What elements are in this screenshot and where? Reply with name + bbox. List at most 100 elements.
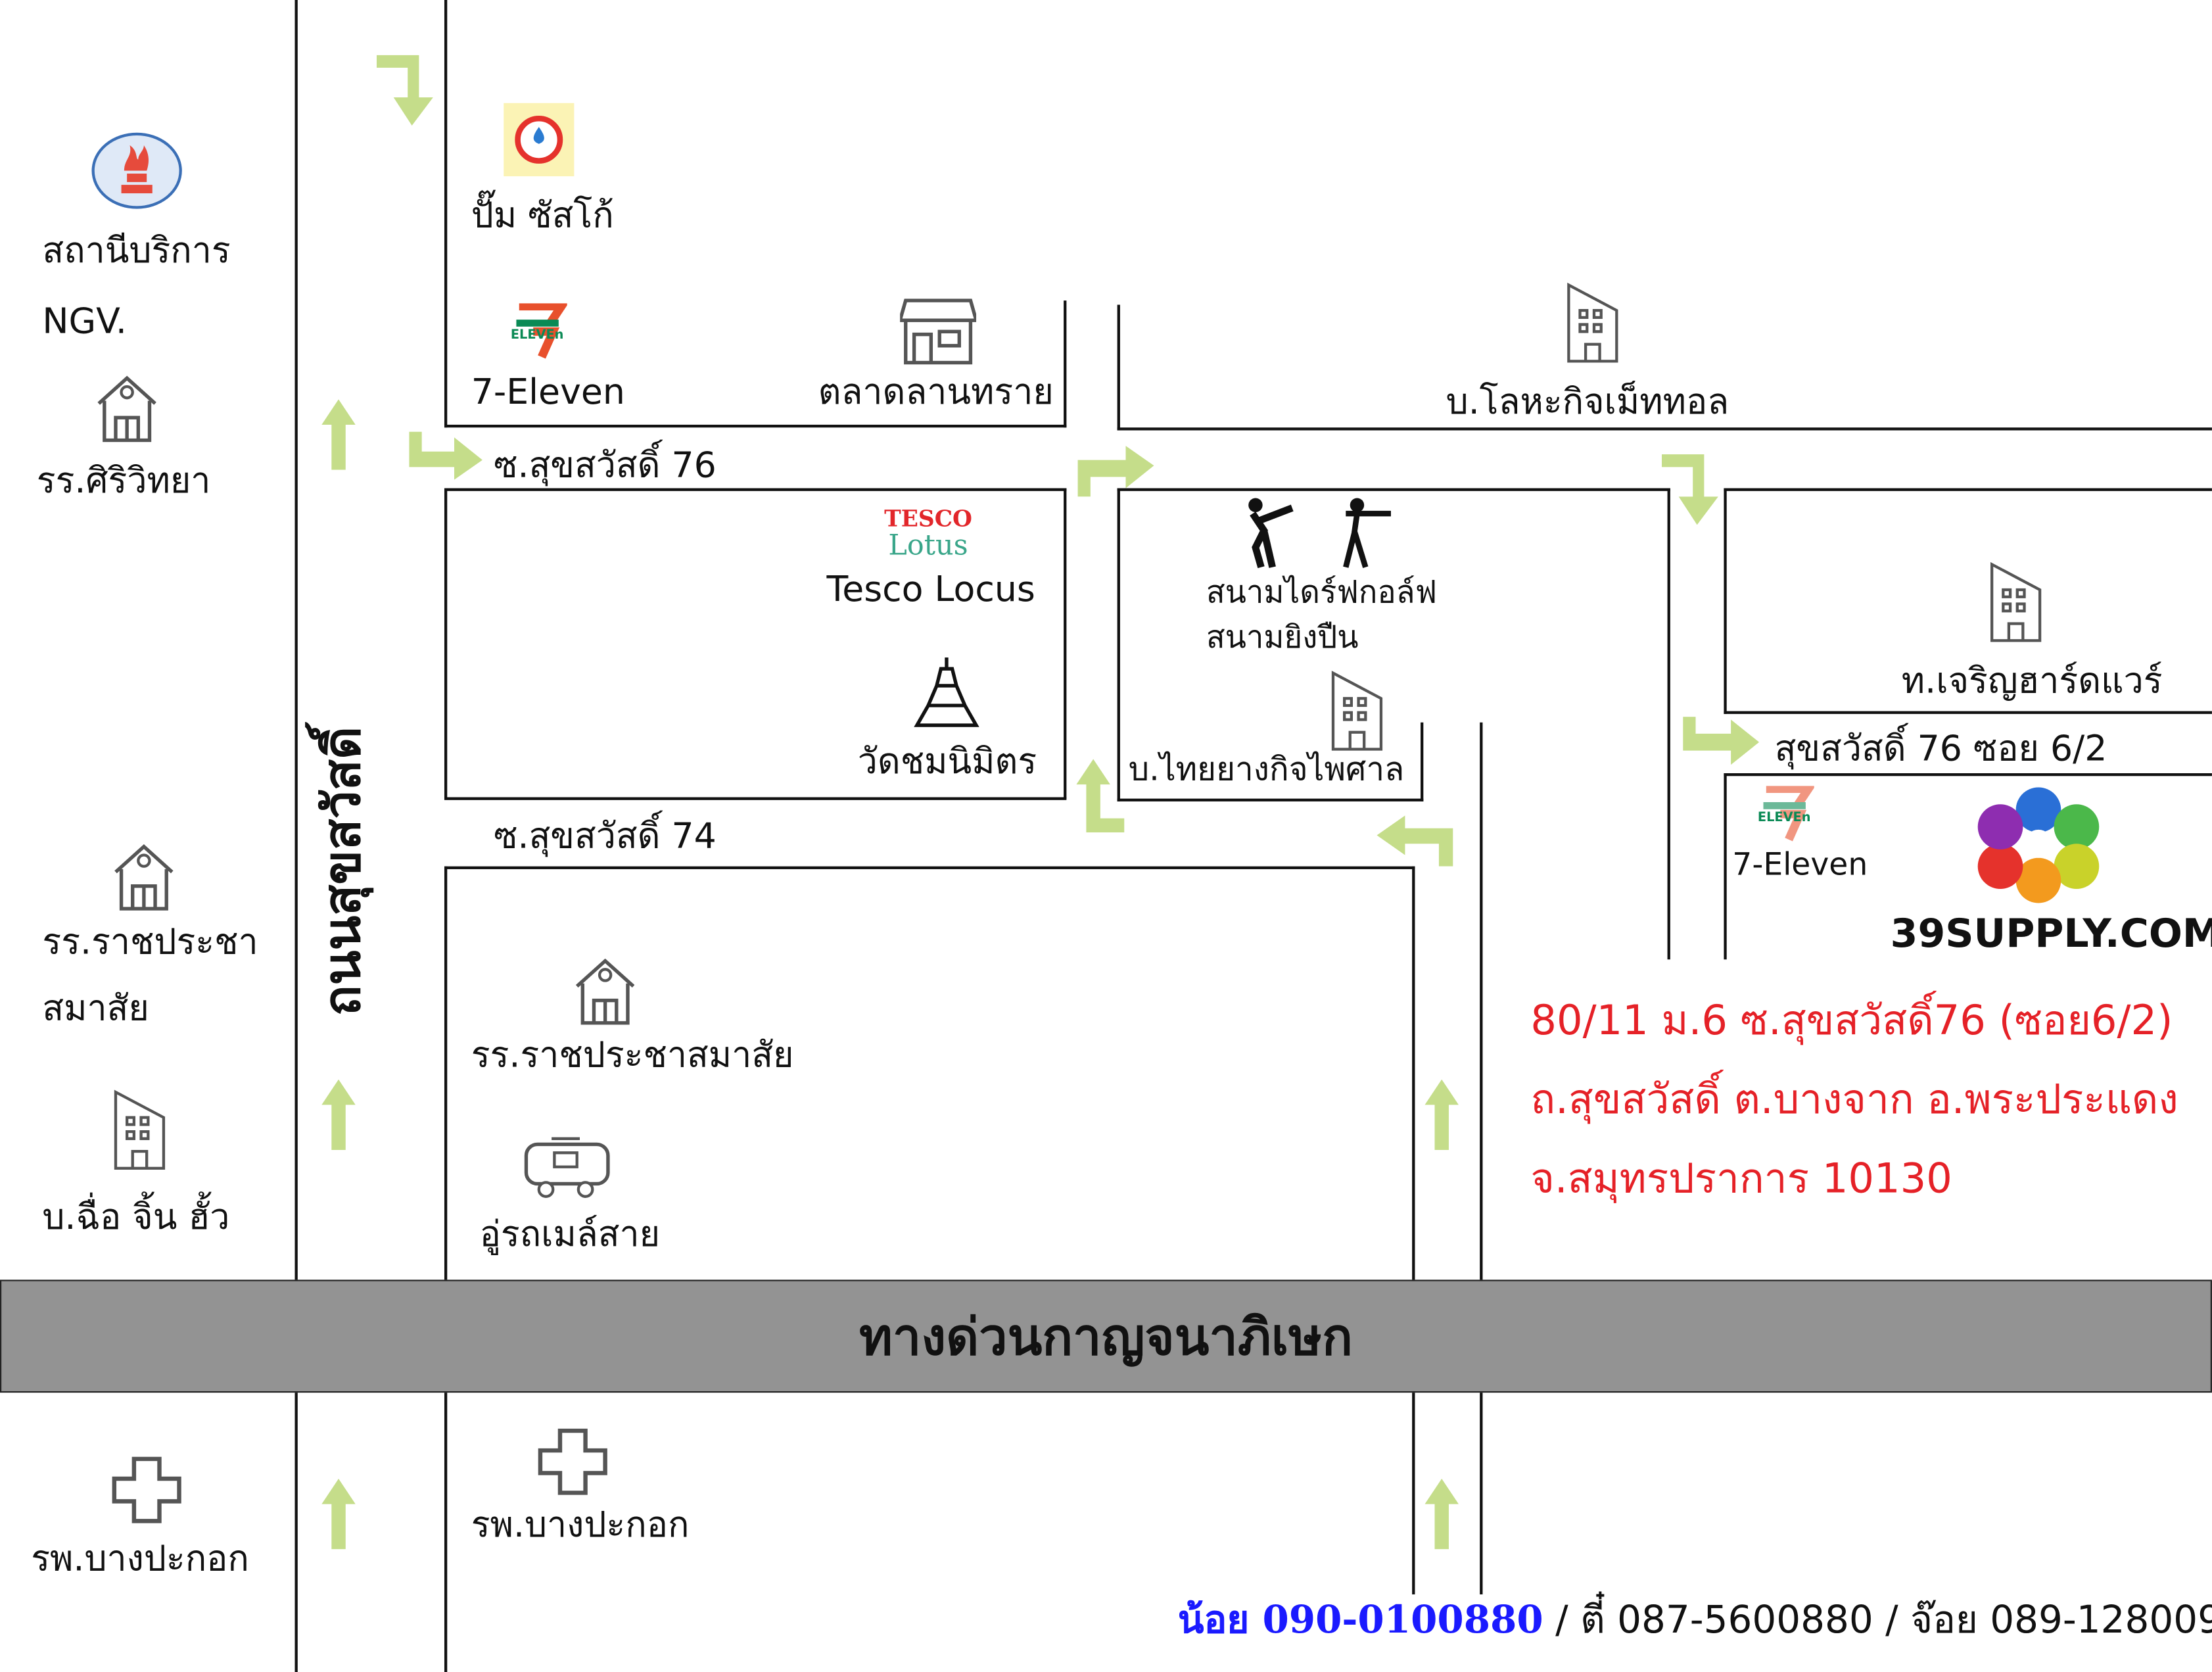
arrow-turn-right-icon (1077, 446, 1154, 497)
arrow-turn-left-icon (1377, 815, 1453, 867)
school-icon (114, 844, 174, 911)
39supply-logo-icon (1977, 787, 2100, 903)
arrow-turn-down-icon (376, 55, 433, 126)
arrow-up-icon (321, 1079, 356, 1150)
road-line (444, 0, 448, 428)
company-name: 39SUPPLY.COM (1890, 910, 2212, 957)
road-line (1667, 488, 1670, 960)
ratchapracha-label-line2: สมาสัย (42, 988, 149, 1029)
arrow-up-icon (321, 399, 356, 470)
sirivittaya-label: รร.ศิริวิทยา (36, 460, 211, 501)
seven-eleven-logo-text: ELEVEn (1757, 811, 1811, 826)
temple-icon (914, 657, 979, 727)
road-line (1117, 488, 1120, 801)
seven-eleven-logo-icon: ELEVEn (510, 302, 570, 360)
arrow-turn-right-icon (1683, 717, 1760, 765)
road-line (444, 797, 1067, 800)
road-line (444, 866, 448, 1280)
temple-label: วัดชมนิมิตร (857, 740, 1037, 782)
garage-label: อู่รถเมล์สาย (479, 1213, 661, 1254)
soi76-6-2-label: สุขสวัสดิ์ 76 ซอย 6/2 (1774, 728, 2107, 769)
road-line (1724, 488, 2212, 491)
susco-label: ปั๊ม ซัสโก้ (471, 195, 614, 236)
arrow-up-icon (1424, 1479, 1459, 1550)
hospital-left-label: รพ.บางปะกอก (31, 1538, 249, 1579)
road-line (1412, 866, 1415, 1280)
arrow-turn-right-icon (409, 431, 482, 480)
school-mid-label: รร.ราชประชาสมาสัย (471, 1034, 794, 1076)
road-line (1724, 773, 2212, 776)
soi76-label: ซ.สุขสวัสดิ์ 76 (494, 444, 717, 486)
golf-icon (1248, 498, 1294, 569)
soi74-label: ซ.สุขสวัสดิ์ 74 (494, 815, 717, 857)
leu-jin-hua-label: บ.ฉื่อ จิ้น ฮั้ว (42, 1196, 230, 1238)
seven-eleven-label: 7-Eleven (471, 371, 625, 412)
road-line (1412, 1393, 1415, 1594)
arrow-up-icon (1424, 1079, 1459, 1150)
charoen-hardware-label: ท.เจริญฮาร์ดแวร์ (1901, 660, 2163, 702)
road-line (294, 0, 298, 1280)
separator: / (1885, 1598, 1898, 1642)
seven-eleven-2-label: 7-Eleven (1732, 848, 1868, 884)
bus-icon (524, 1137, 610, 1198)
main-road-label: ถนนสุขสวัสดิ์ (314, 726, 373, 1016)
tesco-label: Tesco Locus (826, 568, 1035, 610)
road-line (294, 1393, 298, 1672)
building-icon (1567, 282, 1618, 363)
road-line (1724, 488, 1727, 714)
address-line-3: จ.สมุทรปราการ 10130 (1530, 1154, 1952, 1203)
contact-third: จ๊อย 089-1280099 (1910, 1598, 2212, 1642)
market-label: ตลาดลานทราย (818, 371, 1054, 412)
road-line (1724, 711, 2212, 714)
road-line (1064, 488, 1067, 799)
building-icon (1990, 561, 2042, 642)
market-icon (900, 299, 977, 365)
ngv-label-line1: สถานีบริการ (42, 229, 231, 272)
road-line (444, 866, 1415, 869)
address-line-1: 80/11 ม.6 ซ.สุขสวัสดิ์76 (ซอย6/2) (1530, 996, 2173, 1045)
building-icon (114, 1089, 166, 1170)
ngv-station-logo-icon (91, 132, 182, 209)
lotus-logo-text: Lotus (888, 527, 968, 562)
road-line (1724, 773, 1727, 960)
road-line (1421, 722, 1424, 801)
building-icon (1331, 671, 1383, 751)
hospital-icon (538, 1428, 607, 1495)
hospital-icon (112, 1456, 181, 1523)
road-line (1480, 722, 1483, 1280)
arrow-turn-up-icon (1076, 759, 1125, 833)
road-line (444, 424, 1067, 428)
ratchapracha-label-line1: รร.ราชประชา (42, 921, 258, 963)
road-line (1117, 427, 2212, 431)
arrow-turn-down-icon (1661, 454, 1718, 525)
contact-second: ตี๋ 087-5600880 (1580, 1598, 1873, 1642)
highway-bar: ทางด่วนกาญจนาภิเษก (0, 1279, 2212, 1393)
seven-eleven-logo-text: ELEVEn (510, 329, 564, 343)
road-line (444, 488, 448, 799)
road-line (1117, 304, 1120, 431)
road-line (1117, 798, 1424, 801)
metal-co-label: บ.โลหะกิจเม็ททอล (1446, 381, 1730, 422)
highway-label: ทางด่วนกาญจนาภิเษก (859, 1308, 1353, 1367)
contact-line: น้อย 090-0100880 / ตี๋ 087-5600880 / จ๊อ… (1178, 1602, 2212, 1640)
shooting-icon (1343, 498, 1391, 568)
road-line (1064, 300, 1067, 428)
tesco-logo-text: TESCO (884, 505, 972, 533)
road-line (1480, 1393, 1483, 1594)
contact-primary: น้อย 090-0100880 (1177, 1598, 1543, 1642)
ngv-label-line2: NGV. (42, 300, 127, 342)
school-icon (575, 958, 635, 1025)
susco-logo-icon (504, 103, 575, 177)
tesco-lotus-logo: TESCO Lotus (883, 505, 973, 562)
road-line (444, 1393, 448, 1672)
seven-eleven-logo-icon: ELEVEn (1757, 784, 1817, 842)
separator: / (1555, 1598, 1568, 1642)
arrow-up-icon (321, 1479, 356, 1550)
thai-rubber-label: บ.ไทยยางกิจไพศาล (1128, 752, 1405, 789)
golf-label: สนามไดร์ฟกอล์ฟ (1206, 575, 1438, 611)
shooting-label: สนามยิงปืน (1206, 621, 1359, 656)
road-line (444, 488, 1067, 491)
school-icon (97, 375, 156, 442)
address-line-2: ถ.สุขสวัสดิ์ ต.บางจาก อ.พระประแดง (1530, 1075, 2178, 1124)
